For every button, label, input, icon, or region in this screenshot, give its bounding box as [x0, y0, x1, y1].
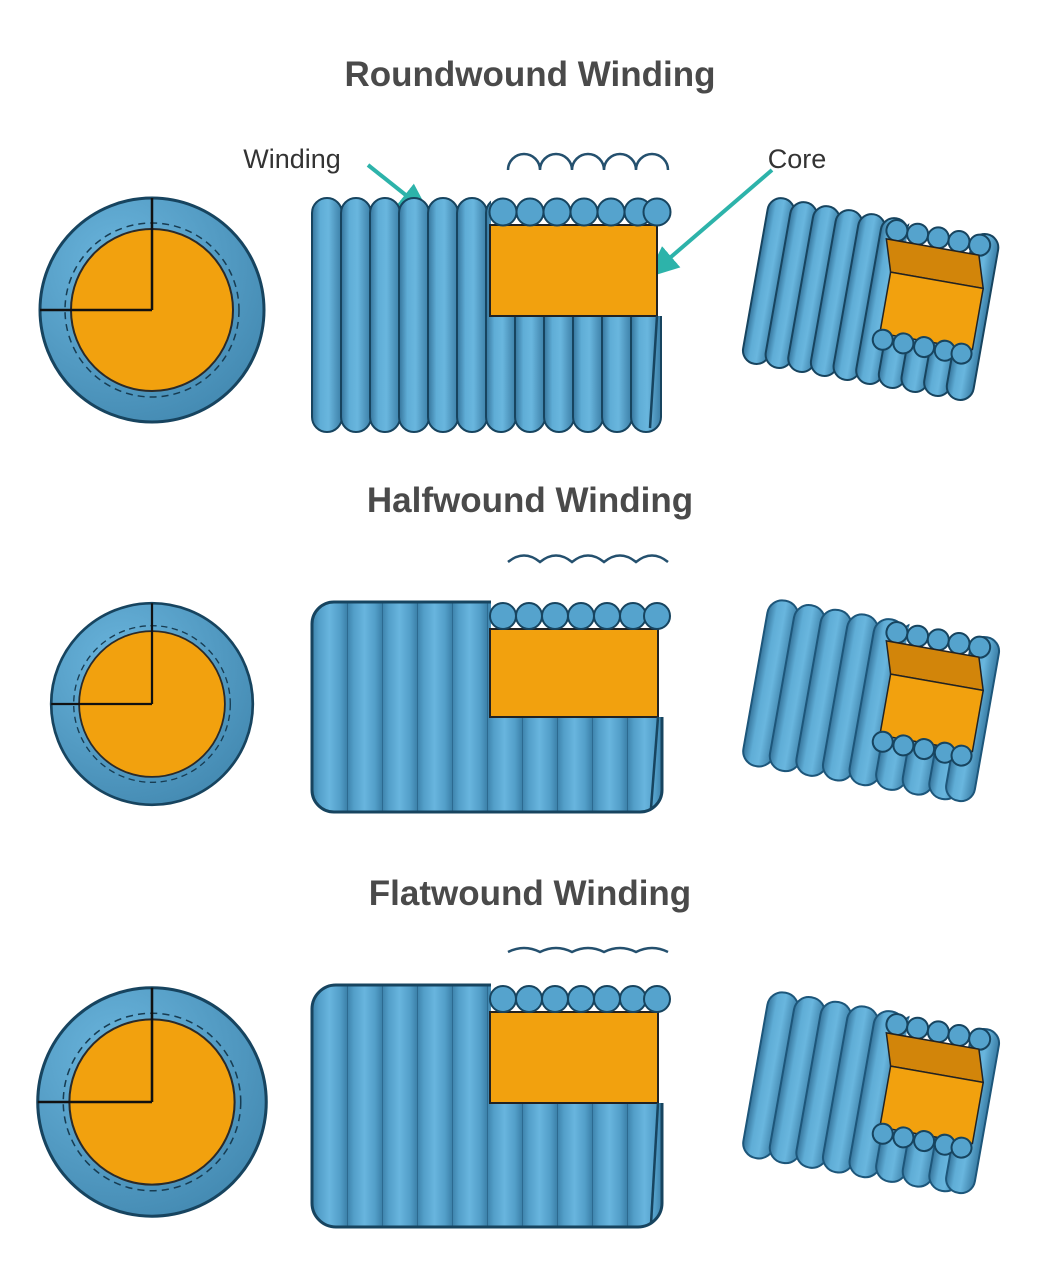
cut-edge-line: [649, 1102, 660, 1225]
core-cutaway-rect: [489, 1011, 659, 1104]
winding-cross-beads: [489, 985, 671, 1013]
side-view-roundwound: [311, 197, 672, 433]
section-halfwound: Halfwound Winding: [49, 481, 1002, 814]
core-arrow: [646, 168, 774, 278]
winding-label: Winding: [243, 144, 341, 174]
core-label: Core: [768, 144, 827, 174]
perspective-view-halfwound: [741, 598, 1002, 804]
section-flatwound: Flatwound Winding: [36, 874, 1002, 1229]
winding-cross-beads: [488, 197, 672, 227]
perspective-view-flatwound: [741, 990, 1002, 1196]
winding-cross-beads: [489, 602, 671, 630]
round-profile-curve: [506, 152, 670, 171]
section-title-flatwound: Flatwound Winding: [369, 874, 691, 913]
flat-profile-curve: [507, 946, 669, 954]
half-profile-curve: [507, 554, 669, 564]
section-title-roundwound: Roundwound Winding: [345, 55, 716, 94]
side-view-flatwound: [310, 983, 671, 1229]
cross-section-view: [38, 196, 266, 424]
section-title-halfwound: Halfwound Winding: [367, 481, 693, 520]
cut-edge-line: [648, 315, 659, 429]
cut-edge-line: [649, 716, 660, 809]
side-view-halfwound: [310, 600, 671, 814]
cross-section-view: [36, 986, 268, 1218]
perspective-view-roundwound: [741, 196, 1001, 402]
core-cutaway-rect: [489, 224, 658, 317]
section-roundwound: Roundwound Winding Winding Core: [38, 55, 1001, 433]
cross-section-view: [49, 601, 255, 807]
core-cutaway-rect: [489, 628, 659, 718]
